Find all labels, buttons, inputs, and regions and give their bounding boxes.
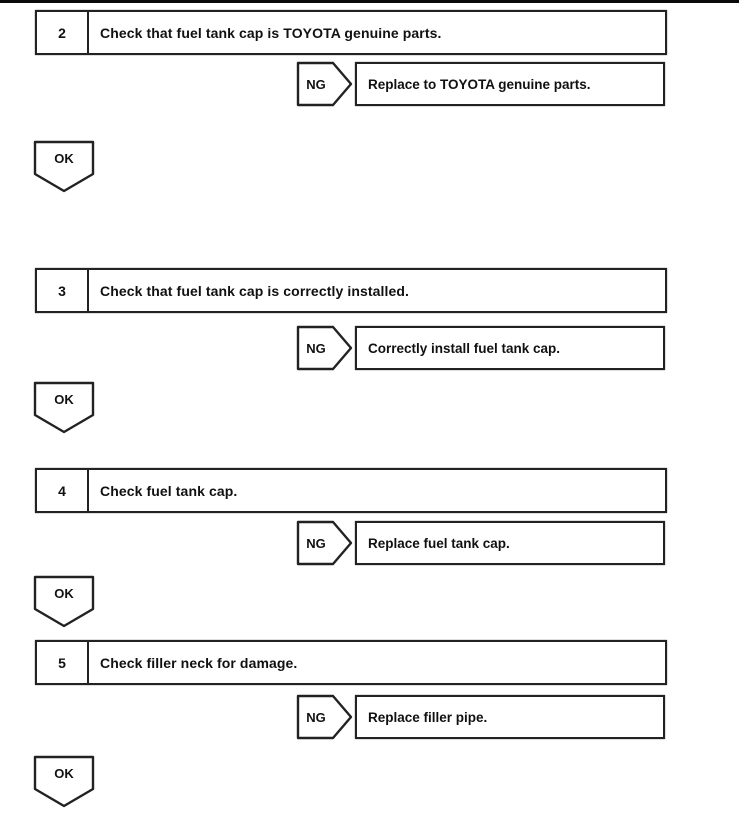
step-2-ng-action-box: Replace to TOYOTA genuine parts.: [355, 62, 665, 106]
step-3-box: 3 Check that fuel tank cap is correctly …: [35, 268, 667, 313]
ng-arrow-icon: NG: [296, 325, 353, 371]
step-4-ng-action-box: Replace fuel tank cap.: [355, 521, 665, 565]
ng-label: NG: [306, 341, 326, 356]
step-5-ng-branch: NG Replace filler pipe.: [296, 694, 667, 740]
ng-pentagon-shape: [296, 325, 353, 371]
step-2-ok-arrow-icon: OK: [33, 140, 95, 193]
step-3-ng-action-text: Correctly install fuel tank cap.: [368, 340, 561, 356]
step-3-ng-action-box: Correctly install fuel tank cap.: [355, 326, 665, 370]
step-2-ng-action-text: Replace to TOYOTA genuine parts.: [368, 76, 591, 92]
ng-label: NG: [306, 536, 326, 551]
step-5-instruction: Check filler neck for damage.: [100, 654, 298, 671]
step-4-instruction: Check fuel tank cap.: [100, 482, 238, 499]
ok-pentagon-shape: [33, 755, 95, 808]
ok-pentagon-shape: [33, 140, 95, 193]
step-2-ng-branch: NG Replace to TOYOTA genuine parts.: [296, 61, 667, 107]
ok-label: OK: [54, 151, 74, 166]
page-top-rule: [0, 0, 739, 3]
step-5-number: 5: [37, 642, 89, 683]
ng-arrow-icon: NG: [296, 694, 353, 740]
step-4-ng-action-text: Replace fuel tank cap.: [368, 535, 510, 551]
step-5-ng-action-box: Replace filler pipe.: [355, 695, 665, 739]
ng-pentagon-shape: [296, 61, 353, 107]
step-3-ng-branch: NG Correctly install fuel tank cap.: [296, 325, 667, 371]
step-4-ng-branch: NG Replace fuel tank cap.: [296, 520, 667, 566]
step-2-instruction: Check that fuel tank cap is TOYOTA genui…: [100, 24, 442, 41]
step-3-instruction: Check that fuel tank cap is correctly in…: [100, 282, 410, 299]
ng-pentagon-shape: [296, 694, 353, 740]
step-5-ok-arrow-icon: OK: [33, 755, 95, 808]
step-4-ok-arrow-icon: OK: [33, 575, 95, 628]
ng-pentagon-shape: [296, 520, 353, 566]
ng-arrow-icon: NG: [296, 61, 353, 107]
step-5-ng-action-text: Replace filler pipe.: [368, 709, 488, 725]
ng-label: NG: [306, 77, 326, 92]
step-3-number: 3: [37, 270, 89, 311]
ng-label: NG: [306, 710, 326, 725]
ok-label: OK: [54, 766, 74, 781]
step-5-box: 5 Check filler neck for damage.: [35, 640, 667, 685]
ng-arrow-icon: NG: [296, 520, 353, 566]
ok-pentagon-shape: [33, 575, 95, 628]
step-4-box: 4 Check fuel tank cap.: [35, 468, 667, 513]
step-4-number: 4: [37, 470, 89, 511]
step-2-number: 2: [37, 12, 89, 53]
ok-pentagon-shape: [33, 381, 95, 434]
ok-label: OK: [54, 392, 74, 407]
step-3-ok-arrow-icon: OK: [33, 381, 95, 434]
ok-label: OK: [54, 586, 74, 601]
step-2-box: 2 Check that fuel tank cap is TOYOTA gen…: [35, 10, 667, 55]
